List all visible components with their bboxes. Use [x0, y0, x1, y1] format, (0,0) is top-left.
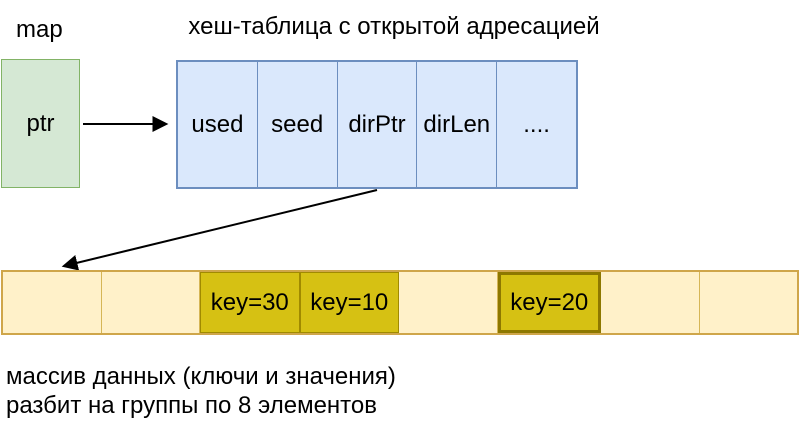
hash-table-cell: ....	[523, 110, 550, 138]
dirptr-to-array-arrow	[61, 189, 378, 271]
hash-table-cell: used	[178, 62, 258, 187]
array-caption-line-1: массив данных (ключи и значения)	[6, 363, 396, 390]
array-caption-line-2: разбит на группы по 8 элементов	[6, 392, 378, 419]
array-empty-cell	[102, 272, 200, 333]
array-empty-cell	[700, 272, 798, 333]
hash-table-cell: dirLen	[417, 62, 498, 187]
hash-table-title: хеш-таблица с открытой адресацией	[188, 13, 600, 40]
array-empty-cell	[3, 272, 102, 333]
array-empty-cell	[399, 272, 498, 333]
map-label: map	[16, 16, 63, 43]
hash-table-cell: dirPtr	[338, 62, 418, 187]
hash-table-cell: seed	[258, 62, 338, 187]
array-key-cell: key=30	[200, 272, 300, 333]
array-empty-cell	[601, 272, 700, 333]
array-key-cell: key=20	[497, 272, 601, 333]
map-pointer-box: ptr	[1, 59, 80, 188]
array-key-cell: key=10	[299, 272, 399, 333]
array-caption: массив данных (ключи и значения) разбит …	[6, 362, 396, 420]
ptr-label: ptr	[26, 109, 55, 137]
